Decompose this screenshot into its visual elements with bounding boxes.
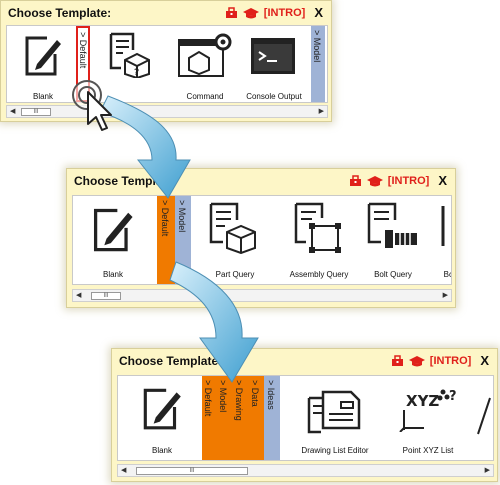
template-label: Console Output: [246, 92, 302, 101]
scroll-thumb[interactable]: III: [136, 467, 248, 475]
template-list: Blank > Default > Model Part Query: [72, 195, 452, 285]
intro-link[interactable]: [INTRO]: [387, 174, 430, 187]
template-console-output[interactable]: Console Output: [239, 30, 309, 101]
template-label: Drawing List Editor: [301, 446, 369, 455]
template-partial[interactable]: [472, 380, 492, 458]
bolt-query-icon: [367, 202, 417, 248]
toolbox-icon[interactable]: [391, 354, 404, 367]
tab-label: > Default: [160, 200, 170, 237]
scroll-left-icon[interactable]: ◀: [121, 467, 127, 474]
template-drawing-list-editor[interactable]: Drawing List Editor: [288, 380, 382, 458]
template-label: Part Query: [215, 270, 255, 279]
graduation-cap-icon[interactable]: [242, 7, 259, 19]
panel-title: Choose Template:: [8, 6, 112, 20]
tab-label: > Model: [218, 380, 228, 413]
template-label: Command: [186, 92, 224, 101]
scroll-left-icon[interactable]: ◀: [10, 108, 16, 115]
tab-data[interactable]: > Data: [248, 376, 264, 460]
template-point-xyz-list[interactable]: XYZ ? Point XYZ List: [388, 380, 468, 458]
template-bolt-query[interactable]: Bolt Query: [361, 200, 425, 282]
tab-default[interactable]: > Default: [202, 376, 216, 460]
line-icon: [477, 397, 491, 435]
part-query-icon: [209, 202, 256, 254]
header-actions: [INTRO] X: [391, 353, 489, 368]
scroll-right-icon[interactable]: ▶: [318, 108, 324, 115]
drawing-list-icon: [307, 390, 361, 434]
template-assembly-query[interactable]: Assembly Query: [279, 200, 359, 282]
document-icon: [441, 206, 445, 246]
template-panel-1: Choose Template: [INTRO] X Blank > Defau…: [0, 0, 332, 122]
horizontal-scrollbar[interactable]: ◀ III ▶: [117, 464, 494, 477]
scroll-thumb[interactable]: III: [21, 108, 51, 116]
panel-header: Choose Template: [INTRO] X: [67, 169, 455, 193]
tab-label: > Drawing: [234, 380, 244, 421]
scroll-right-icon[interactable]: ▶: [442, 292, 448, 299]
tab-label: > Ideas: [266, 380, 276, 410]
svg-text:?: ?: [449, 389, 457, 404]
tab-label: > Data: [250, 380, 260, 407]
template-part-query[interactable]: Part Query: [197, 200, 273, 282]
toolbox-icon[interactable]: [225, 6, 238, 19]
close-button[interactable]: X: [480, 353, 489, 368]
tab-label: > Model: [177, 200, 187, 233]
template-list: Blank > Default > Model > Drawing > Data…: [117, 375, 494, 461]
template-label: Point XYZ List: [402, 446, 454, 455]
template-blank[interactable]: Blank: [83, 200, 143, 282]
scroll-right-icon[interactable]: ▶: [484, 467, 490, 474]
template-label: Blank: [151, 446, 172, 455]
pencil-edit-icon: [143, 388, 181, 430]
template-panel-3: Choose Template: [INTRO] X Blank > Defau…: [111, 348, 498, 482]
template-blank[interactable]: Blank: [13, 30, 73, 101]
tab-model[interactable]: > Model: [216, 376, 232, 460]
template-label: Bc: [443, 270, 451, 279]
horizontal-scrollbar[interactable]: ◀ III ▶: [6, 105, 328, 118]
header-actions: [INTRO] X: [349, 173, 447, 188]
tab-ideas[interactable]: > Ideas: [264, 376, 280, 460]
intro-link[interactable]: [INTRO]: [429, 354, 472, 367]
pencil-edit-icon: [93, 208, 133, 252]
graduation-cap-icon[interactable]: [366, 175, 383, 187]
template-label: Blank: [32, 92, 53, 101]
pencil-edit-icon: [25, 36, 61, 76]
svg-text:XYZ: XYZ: [406, 392, 439, 410]
assembly-query-icon: [294, 202, 341, 253]
intro-link[interactable]: [INTRO]: [263, 6, 306, 19]
tab-model[interactable]: > Model: [311, 26, 325, 102]
tab-drawing[interactable]: > Drawing: [232, 376, 248, 460]
template-partial[interactable]: Bc: [431, 200, 451, 282]
horizontal-scrollbar[interactable]: ◀ III ▶: [72, 289, 452, 302]
command-window-icon: [178, 33, 232, 77]
tab-model[interactable]: > Model: [175, 196, 191, 284]
template-label: Assembly Query: [289, 270, 349, 279]
template-panel-2: Choose Template: [INTRO] X Blank > Defau…: [66, 168, 456, 308]
header-actions: [INTRO] X: [225, 5, 323, 20]
panel-title: Choose Template:: [74, 174, 178, 188]
tab-default[interactable]: > Default: [76, 26, 90, 102]
xyz-axes-icon: XYZ ?: [399, 389, 457, 432]
tab-default[interactable]: > Default: [157, 196, 175, 284]
scroll-thumb[interactable]: III: [91, 292, 121, 300]
tab-label: > Default: [78, 32, 88, 69]
close-button[interactable]: X: [438, 173, 447, 188]
document-box-icon: ?: [109, 32, 150, 78]
template-command[interactable]: Command: [167, 30, 243, 101]
template-blank[interactable]: Blank: [132, 380, 192, 458]
template-query[interactable]: ?: [99, 30, 159, 100]
tab-label: > Model: [312, 30, 322, 63]
panel-header: Choose Template: [INTRO] X: [1, 1, 331, 25]
template-list: Blank > Default ?: [6, 25, 328, 103]
graduation-cap-icon[interactable]: [408, 355, 425, 367]
tab-label: > Default: [203, 380, 213, 417]
panel-header: Choose Template: [INTRO] X: [112, 349, 497, 373]
panel-title: Choose Template:: [119, 354, 223, 368]
template-label: Blank: [102, 270, 123, 279]
close-button[interactable]: X: [314, 5, 323, 20]
scroll-left-icon[interactable]: ◀: [76, 292, 82, 299]
toolbox-icon[interactable]: [349, 174, 362, 187]
template-label: Bolt Query: [374, 270, 412, 279]
console-icon: [251, 38, 295, 74]
svg-text:?: ?: [134, 68, 139, 78]
